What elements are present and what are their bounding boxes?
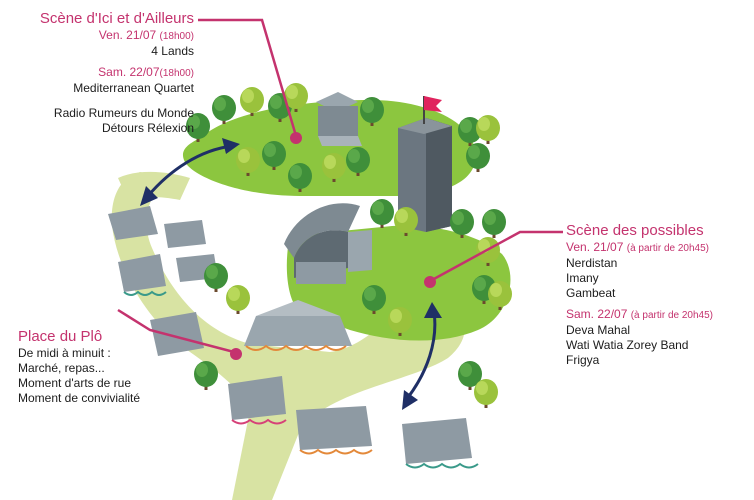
tent-icon (296, 406, 373, 455)
tent-icon (164, 220, 206, 248)
flag-icon (423, 96, 442, 124)
tent-icon (228, 376, 287, 425)
tree-icon (346, 147, 370, 176)
marker-scene-possibles (424, 276, 436, 288)
act: Imany (566, 271, 599, 285)
tree-icon (370, 199, 394, 228)
tree-icon (288, 163, 312, 192)
tent-icon (244, 300, 352, 351)
plo-line: Marché, repas... (18, 361, 105, 375)
path-top-branch (118, 171, 190, 200)
tree-icon (240, 87, 264, 116)
act: Nerdistan (566, 256, 618, 270)
plo-line: De midi à minuit : (18, 346, 111, 360)
tree-icon (194, 361, 218, 390)
tower-icon (398, 118, 452, 232)
tree-icon (212, 95, 236, 124)
trees (186, 83, 512, 408)
tree-icon (474, 379, 498, 408)
act: Frigya (566, 353, 600, 367)
place-plo-panel: Place du Plô De midi à minuit : Marché, … (18, 328, 140, 406)
tree-icon (466, 143, 490, 172)
tree-icon (226, 285, 250, 314)
scene-possibles-day2: Sam. 22/07 (à partir de 20h45) (566, 307, 713, 321)
scene-ici-day1: Ven. 21/07 (18h00) (98, 28, 194, 42)
marker-place-plo (230, 348, 242, 360)
tree-icon (284, 83, 308, 112)
scene-ici-title: Scène d'Ici et d'Ailleurs (39, 10, 194, 27)
tree-icon (458, 361, 482, 390)
act: Wati Watia Zorey Band (566, 338, 689, 352)
extra-line: Radio Rumeurs du Monde (53, 106, 194, 120)
callout-lines (117, 18, 563, 354)
stage-icon (284, 203, 372, 284)
tree-icon (322, 153, 346, 182)
tree-icon (262, 141, 286, 170)
act: Gambeat (566, 286, 616, 300)
arrow-icon (402, 302, 442, 410)
place-plo-title: Place du Plô (18, 328, 103, 345)
plo-line: Moment d'arts de rue (18, 376, 132, 390)
tree-icon (482, 209, 506, 238)
tent-icon (150, 312, 204, 356)
tree-icon (450, 209, 474, 238)
scene-possibles-day1: Ven. 21/07 (à partir de 20h45) (566, 240, 710, 254)
tree-icon (362, 285, 386, 314)
tree-icon (476, 115, 500, 144)
act: 4 Lands (151, 44, 194, 58)
extra-line: Détours Rélexion (101, 121, 194, 135)
scene-possibles-panel: Scène des possibles Ven. 21/07 (à partir… (566, 222, 713, 368)
tree-icon (488, 281, 512, 310)
tree-icon (204, 263, 228, 292)
tent-icon (118, 254, 167, 296)
scene-possibles-title: Scène des possibles (566, 222, 704, 239)
act: Deva Mahal (566, 323, 631, 337)
tree-icon (236, 147, 260, 176)
tent-icon (108, 206, 158, 240)
scene-ici-day2: Sam. 22/07(18h00) (98, 65, 194, 79)
tree-icon (360, 97, 384, 126)
act: Mediterranean Quartet (73, 81, 194, 95)
plo-line: Moment de convivialité (18, 391, 141, 405)
arrow-icon (140, 138, 240, 206)
tree-icon (394, 207, 418, 236)
tree-icon (458, 117, 482, 146)
tent-icon (402, 418, 479, 469)
tree-icon (388, 307, 412, 336)
tree-icon (186, 113, 210, 142)
marker-scene-ici (290, 132, 302, 144)
scene-ici-panel: Scène d'Ici et d'Ailleurs Ven. 21/07 (18… (40, 10, 194, 136)
stage-icon (316, 92, 362, 146)
